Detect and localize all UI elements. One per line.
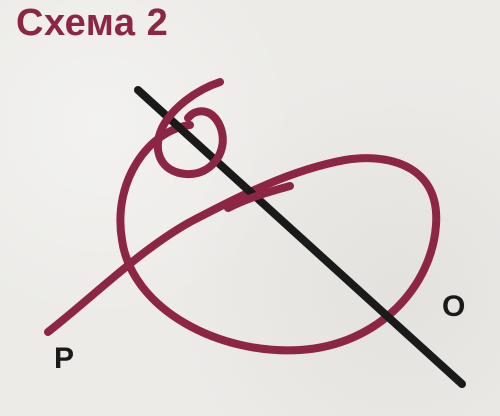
cord-over-bar — [224, 182, 294, 212]
label-p: P — [54, 342, 75, 375]
cord-large-loop — [44, 121, 441, 355]
bar-line — [134, 86, 466, 388]
label-o: O — [442, 290, 466, 323]
diagram-title: Схема 2 — [16, 2, 169, 44]
cord-small-loop — [154, 78, 227, 179]
